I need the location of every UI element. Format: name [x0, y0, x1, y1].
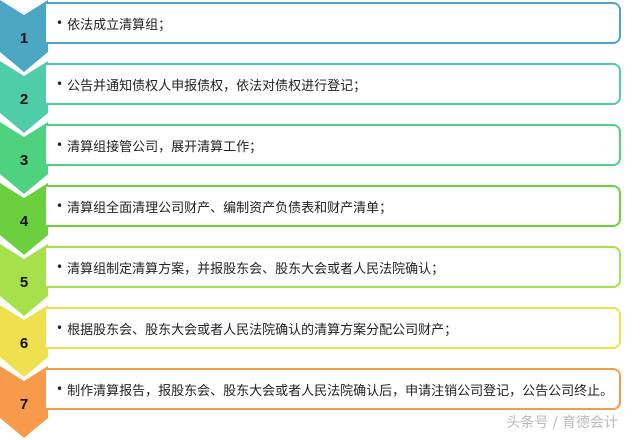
process-step: 3 •清算组接管公司，展开清算工作； — [0, 122, 640, 194]
step-text: 公告并通知债权人申报债权，依法对债权进行登记； — [67, 78, 367, 94]
chevron-arrow-icon: 3 — [0, 122, 48, 194]
step-number: 3 — [19, 152, 29, 169]
bullet-icon: • — [56, 138, 64, 152]
step-box: •依法成立清算组； — [46, 2, 621, 44]
chevron-arrow-icon: 4 — [0, 183, 48, 255]
process-step: 6 •根据股东会、股东大会或者人民法院确认的清算方案分配公司财产； — [0, 305, 640, 377]
chevron-arrow-icon: 2 — [0, 61, 48, 133]
step-text: 依法成立清算组； — [67, 17, 172, 33]
step-number: 2 — [19, 91, 29, 108]
chevron-arrow-icon: 5 — [0, 244, 48, 316]
step-number: 7 — [19, 396, 29, 413]
process-step: 4 •清算组全面清理公司财产、编制资产负债表和财产清单； — [0, 183, 640, 255]
bullet-icon: • — [56, 199, 64, 213]
step-text: 清算组全面清理公司财产、编制资产负债表和财产清单； — [67, 200, 393, 216]
step-box: •清算组接管公司，展开清算工作； — [46, 124, 621, 166]
step-number: 4 — [19, 213, 29, 230]
bullet-icon: • — [56, 260, 64, 274]
process-step: 2 •公告并通知债权人申报债权，依法对债权进行登记； — [0, 61, 640, 133]
step-text: 制作清算报告，报股东会、股东大会或者人民法院确认后，申请注销公司登记，公告公司终… — [67, 383, 614, 399]
bullet-icon: • — [56, 77, 64, 91]
process-step: 5 •清算组制定清算方案，并报股东会、股东大会或者人民法院确认； — [0, 244, 640, 316]
step-number: 5 — [19, 274, 29, 291]
watermark: 头条号 / 育德会计 — [506, 415, 618, 431]
step-number: 6 — [19, 335, 29, 352]
step-number: 1 — [19, 30, 29, 47]
step-text: 清算组制定清算方案，并报股东会、股东大会或者人民法院确认； — [67, 261, 445, 277]
step-box: •制作清算报告，报股东会、股东大会或者人民法院确认后，申请注销公司登记，公告公司… — [46, 368, 621, 410]
bullet-icon: • — [56, 382, 64, 396]
process-step: 7 •制作清算报告，报股东会、股东大会或者人民法院确认后，申请注销公司登记，公告公… — [0, 366, 640, 438]
step-box: •清算组全面清理公司财产、编制资产负债表和财产清单； — [46, 185, 621, 227]
process-step: 1 •依法成立清算组； — [0, 0, 640, 72]
step-box: •清算组制定清算方案，并报股东会、股东大会或者人民法院确认； — [46, 246, 621, 288]
step-box: •根据股东会、股东大会或者人民法院确认的清算方案分配公司财产； — [46, 307, 621, 349]
chevron-arrow-icon: 1 — [0, 0, 48, 72]
bullet-icon: • — [56, 16, 64, 30]
chevron-arrow-icon: 6 — [0, 305, 48, 377]
step-box: •公告并通知债权人申报债权，依法对债权进行登记； — [46, 63, 621, 105]
bullet-icon: • — [56, 321, 64, 335]
chevron-arrow-icon: 7 — [0, 366, 48, 438]
step-text: 根据股东会、股东大会或者人民法院确认的清算方案分配公司财产； — [67, 322, 458, 338]
step-text: 清算组接管公司，展开清算工作； — [67, 139, 263, 155]
